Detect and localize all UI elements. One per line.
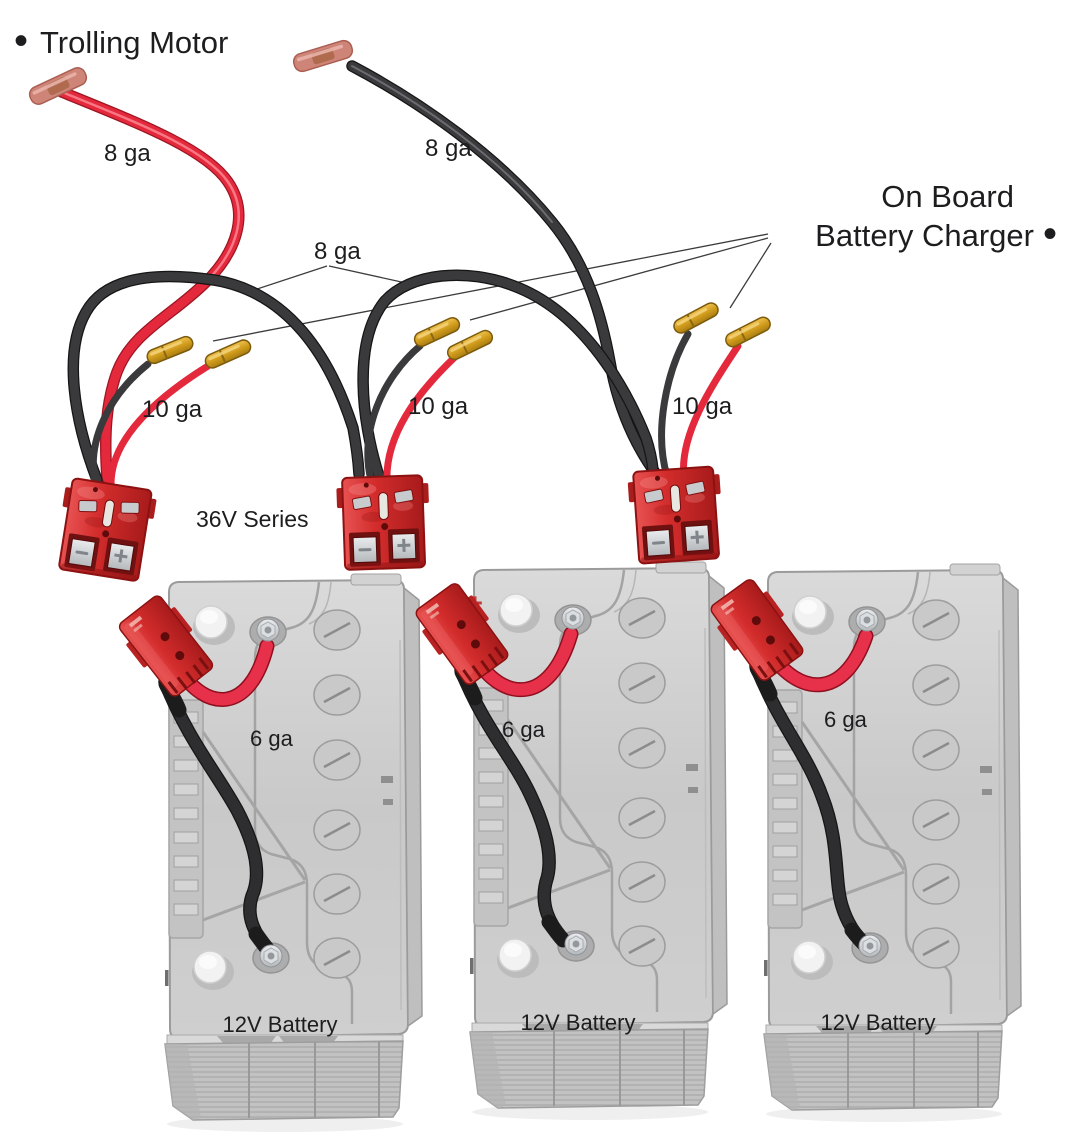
negative-terminal-1 [259,944,283,968]
battery-2-case [468,560,729,1122]
wire-10ga-red-2 [383,353,459,486]
wire-8ga-series-jumper-2 [358,270,658,481]
leader-charger-to-assembly-1 [212,233,769,342]
gauge-10-label-1: 10 ga [142,396,203,423]
negative-terminal-3 [858,934,882,958]
bullet-terminal-red-2 [444,327,496,363]
gauge-6-label-1: 6 ga [250,726,294,751]
bullet-terminal-red-1 [202,336,254,372]
gauge-10-label-2: 10 ga [408,393,469,420]
trolling-motor-label: Trolling Motor [40,25,228,60]
wire-8ga-series-jumper-1 [68,272,364,485]
wire-10ga-black-2 [364,342,424,484]
trolling-motor-bullet-icon: • [14,19,28,63]
gauge-6-label-2: 6 ga [502,717,546,742]
leader-8ga-right [328,265,407,284]
leader-8ga-left [253,265,328,291]
harness-wires [56,60,742,488]
text-labels: • Trolling Motor On Board Battery Charge… [14,19,1057,1037]
shrink-2b [541,914,571,948]
wire-8ga-black-under [346,60,662,480]
positive-terminal-3 [855,608,879,632]
gauge-6-label-3: 6 ga [824,707,868,732]
bullet-terminal-black-2 [411,314,463,350]
wire-10ga-red-3 [679,342,742,482]
neg-6ga-black-2 [455,664,568,944]
series-36v-label: 36V Series [196,506,309,532]
charger-bullet-icon: • [1043,212,1057,256]
neg-6ga-black-1 [159,676,275,956]
gauge-10-label-3: 10 ga [672,393,733,420]
bullet-terminal-red-3 [722,313,774,351]
gauge-8-label-left: 8 ga [104,140,151,167]
gauge-8-label-center: 8 ga [314,238,361,265]
battery-3-label: 12V Battery [821,1010,936,1035]
leader-charger-to-assembly-3 [729,242,772,309]
leader-lines [212,233,772,342]
wire-10ga-black-3 [658,330,692,480]
charger-label-line1: On Board [881,179,1014,214]
wire-10ga-black-1 [89,360,152,486]
charger-label-line2: Battery Charger [815,218,1034,253]
sb-connector-assembly-1 [51,476,159,584]
wire-8ga-black-trolling [347,61,661,479]
wire-8ga-red-highlight [60,90,240,284]
battery-2: + [467,560,729,1122]
wire-8ga-black-highlight [351,65,553,223]
positive-terminal-2 [561,606,585,630]
bullet-terminal-black-3 [670,299,722,337]
battery-2-label: 12V Battery [521,1010,636,1035]
leader-charger-to-assembly-2 [469,237,769,321]
sb-connector-assembly-2 [335,473,433,572]
butt-connector-black-lead [290,37,356,75]
positive-terminal-1 [256,618,280,642]
battery-1-label: 12V Battery [223,1012,338,1037]
sb-connector-assembly-3 [626,465,727,566]
wire-10ga-red-1 [107,362,212,488]
negative-terminal-2 [564,932,588,956]
gauge-8-label-top: 8 ga [425,135,472,162]
bullet-terminal-black-1 [144,333,196,367]
